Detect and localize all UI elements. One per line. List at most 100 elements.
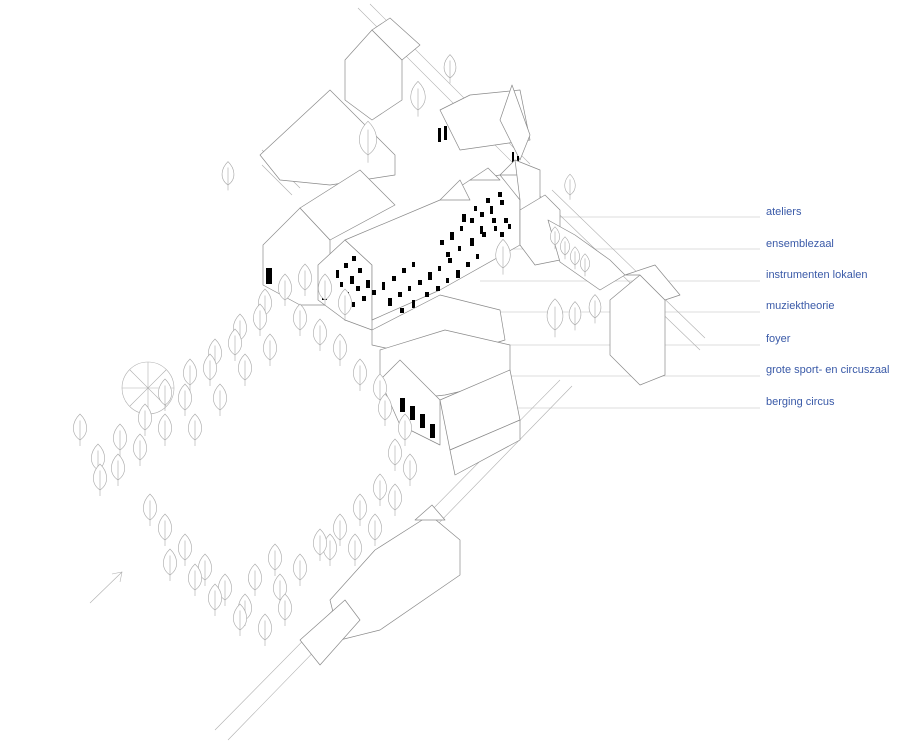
tree	[333, 333, 347, 366]
facade-window	[494, 226, 497, 231]
tree	[338, 288, 352, 321]
facade-window	[470, 238, 474, 246]
tree	[348, 533, 362, 566]
tree	[359, 120, 377, 163]
facade-window	[362, 296, 366, 301]
south-buildings	[299, 504, 461, 666]
tree	[298, 263, 312, 296]
tree	[188, 563, 202, 596]
facade-window	[408, 286, 411, 291]
tree	[368, 513, 382, 546]
tree	[73, 413, 87, 446]
tree	[388, 483, 402, 516]
tree	[318, 273, 332, 306]
facade-window	[436, 286, 440, 291]
facade-window	[508, 224, 511, 229]
tree	[113, 423, 127, 456]
tree	[93, 463, 107, 496]
tree	[378, 393, 392, 426]
tree	[495, 238, 511, 275]
main-school-building	[262, 159, 681, 386]
tree	[233, 603, 247, 636]
tree	[183, 358, 197, 391]
facade-window	[500, 200, 504, 205]
facade-windows	[336, 192, 511, 313]
tree	[263, 333, 277, 366]
tree	[410, 80, 426, 117]
facade-window	[438, 266, 441, 271]
tree	[163, 548, 177, 581]
facade-window	[356, 286, 360, 291]
tree	[550, 226, 560, 250]
facade-window	[460, 226, 463, 231]
facade-window	[482, 232, 486, 237]
tree	[278, 593, 292, 626]
tree	[353, 493, 367, 526]
tree	[313, 318, 327, 351]
tree	[588, 294, 602, 324]
tree	[333, 513, 347, 546]
facade-window	[480, 226, 483, 234]
tree	[373, 473, 387, 506]
facade-window	[448, 258, 452, 263]
tree	[403, 453, 417, 486]
facade-window	[418, 280, 422, 285]
tree	[198, 553, 212, 586]
facade-window	[400, 308, 404, 313]
facade-window	[446, 252, 450, 257]
facade-window	[476, 254, 479, 259]
facade-window	[504, 218, 508, 223]
label-ensemblezaal: ensemblezaal	[766, 238, 834, 250]
tree	[111, 453, 125, 486]
tree	[293, 303, 307, 336]
facade-window	[372, 290, 376, 295]
tree	[248, 563, 262, 596]
tree	[546, 298, 564, 338]
tree	[158, 413, 172, 446]
label-grote-sport-en-circuszaal: grote sport- en circuszaal	[766, 364, 890, 376]
tree	[398, 413, 412, 446]
tree	[570, 246, 580, 270]
facade-window	[382, 282, 385, 290]
facade-window	[500, 232, 504, 237]
facade-window	[492, 218, 496, 223]
tree	[188, 413, 202, 446]
tree	[178, 383, 192, 416]
label-muziektheorie: muziektheorie	[766, 300, 835, 312]
facade-window	[336, 270, 339, 278]
facade-window	[388, 298, 392, 306]
facade-window	[412, 262, 415, 267]
tree	[238, 353, 252, 386]
tree	[268, 543, 282, 576]
label-ateliers: ateliers	[766, 206, 802, 218]
tree	[353, 358, 367, 391]
tree	[208, 583, 222, 616]
tree	[143, 493, 157, 526]
tree	[213, 383, 227, 416]
tree	[388, 438, 402, 471]
tree	[178, 533, 192, 566]
facade-window	[425, 292, 429, 297]
facade-window	[450, 232, 454, 240]
facade-window	[466, 262, 470, 267]
facade-window	[340, 282, 343, 287]
tree	[158, 378, 172, 411]
tree	[278, 273, 292, 306]
label-foyer: foyer	[766, 333, 791, 345]
facade-window	[352, 302, 355, 307]
facade-window	[474, 206, 477, 211]
facade-window	[490, 206, 493, 214]
facade-window	[462, 214, 466, 222]
hall-buildings	[371, 294, 521, 476]
tree	[203, 353, 217, 386]
facade-window	[458, 246, 461, 251]
facade-window	[350, 276, 354, 284]
facade-window	[470, 218, 474, 223]
tree	[443, 54, 457, 84]
tree	[133, 433, 147, 466]
tree	[580, 253, 590, 277]
facade-window	[486, 198, 490, 203]
trees	[73, 54, 602, 646]
